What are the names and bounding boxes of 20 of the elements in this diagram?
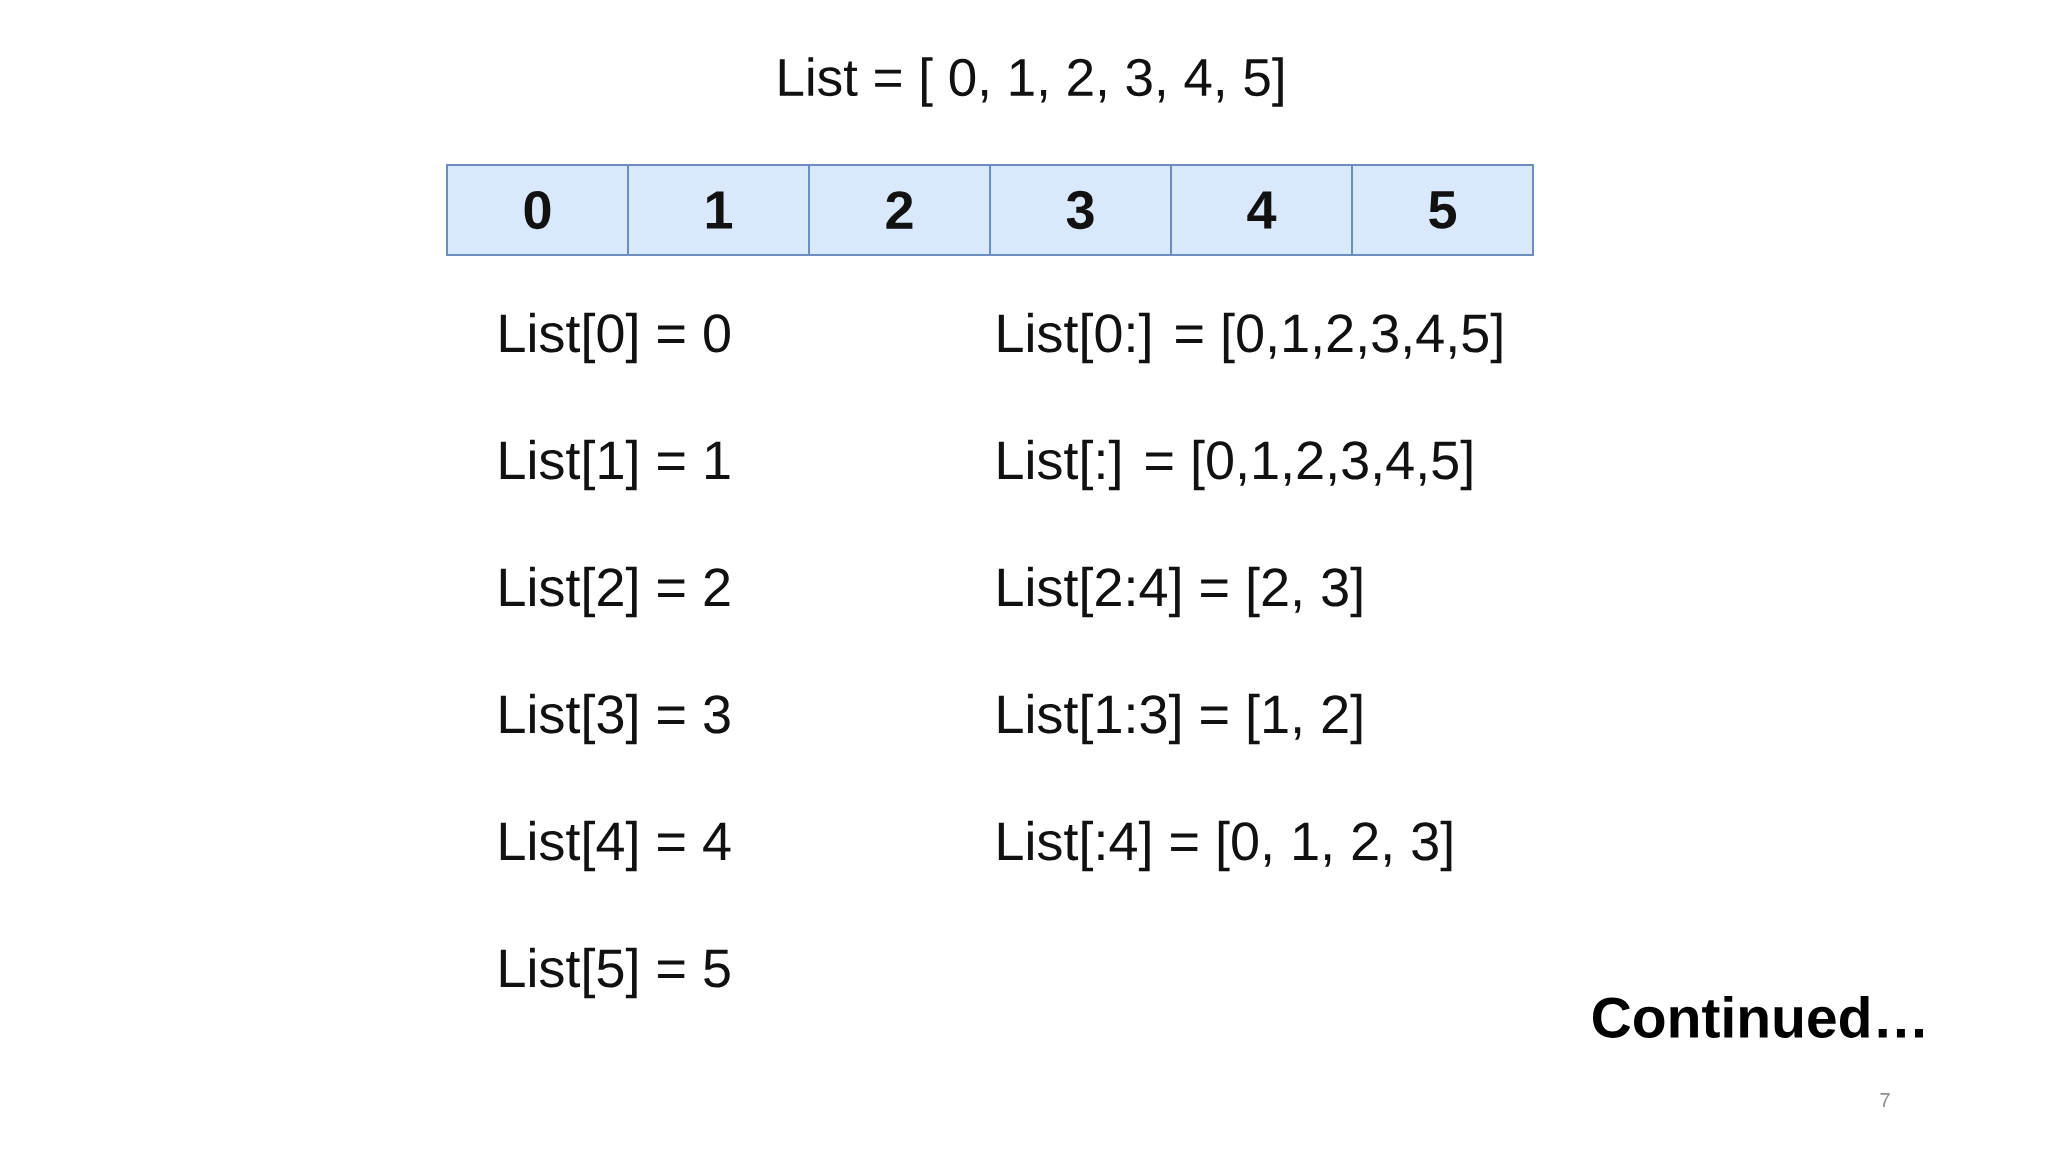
code-text: List[0:] = [0,1,2,3,4,5]: [998, 312, 1502, 364]
code-text: List[1:3] = [1, 2]: [998, 693, 1362, 745]
code-text: List = [ 0, 1, 2, 3, 4, 5]: [779, 57, 1283, 107]
array-cell: 0: [446, 164, 629, 256]
array-cell: 1: [627, 164, 810, 256]
code-text: List[4] = 4: [500, 820, 731, 872]
code-text: List[0] = 0: [500, 312, 730, 364]
page-number: 7: [1880, 1093, 1890, 1107]
code-text: List[2] = 2: [500, 566, 730, 618]
array-cell: 3: [989, 164, 1172, 256]
code-text: List[:4] = [0, 1, 2, 3]: [998, 820, 1452, 872]
code-text: List[:] = [0,1,2,3,4,5]: [998, 439, 1472, 491]
code-text: List[1] = 1: [500, 439, 730, 491]
array-cell: 5: [1351, 164, 1534, 256]
array-cell: 4: [1170, 164, 1353, 256]
note-text: Continued…: [1593, 996, 1923, 1038]
array-cell: 2: [808, 164, 991, 256]
code-text: List[3] = 3: [500, 693, 730, 745]
code-text: List[5] = 5: [500, 947, 730, 999]
code-text: List[2:4] = [2, 3]: [998, 566, 1362, 618]
